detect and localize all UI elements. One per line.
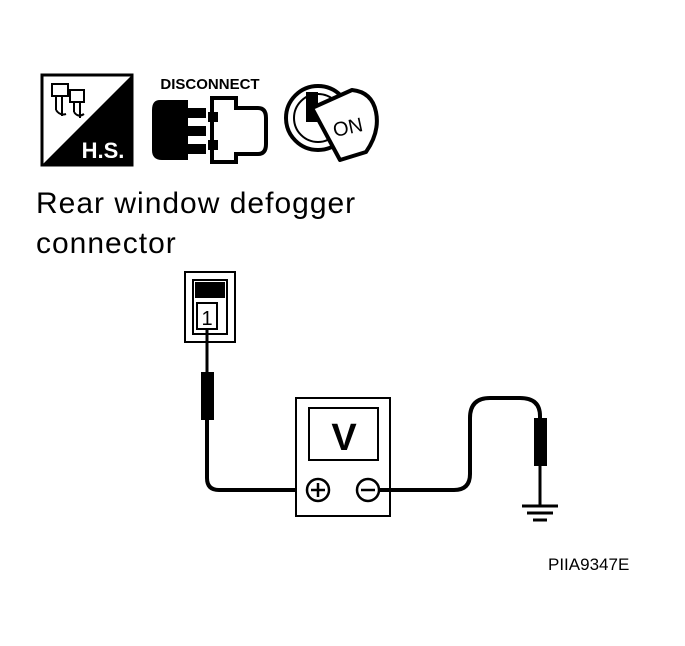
hs-wiring-icon: H.S. [40,73,134,167]
ground-symbol-icon [522,500,558,522]
plus-terminal-icon [305,477,331,503]
figure-code: PIIA9347E [548,555,630,574]
connector-title-line1: Rear window defogger [36,187,357,220]
connector-title: Rear window defogger connector [36,184,356,264]
voltmeter: V [295,397,391,517]
terminal-number: 1 [201,308,212,330]
hs-icon-label: H.S. [82,138,125,163]
minus-terminal-icon [355,477,381,503]
ignition-key-on-icon: ON [284,84,379,162]
connector-title-line2: connector [36,227,177,260]
voltmeter-symbol: V [331,417,357,459]
connector-block: 1 [184,271,236,343]
disconnect-connector-icon: DISCONNECT [152,76,268,164]
positive-probe [201,330,306,492]
disconnect-icon-label: DISCONNECT [160,76,259,93]
negative-probe [380,396,547,500]
